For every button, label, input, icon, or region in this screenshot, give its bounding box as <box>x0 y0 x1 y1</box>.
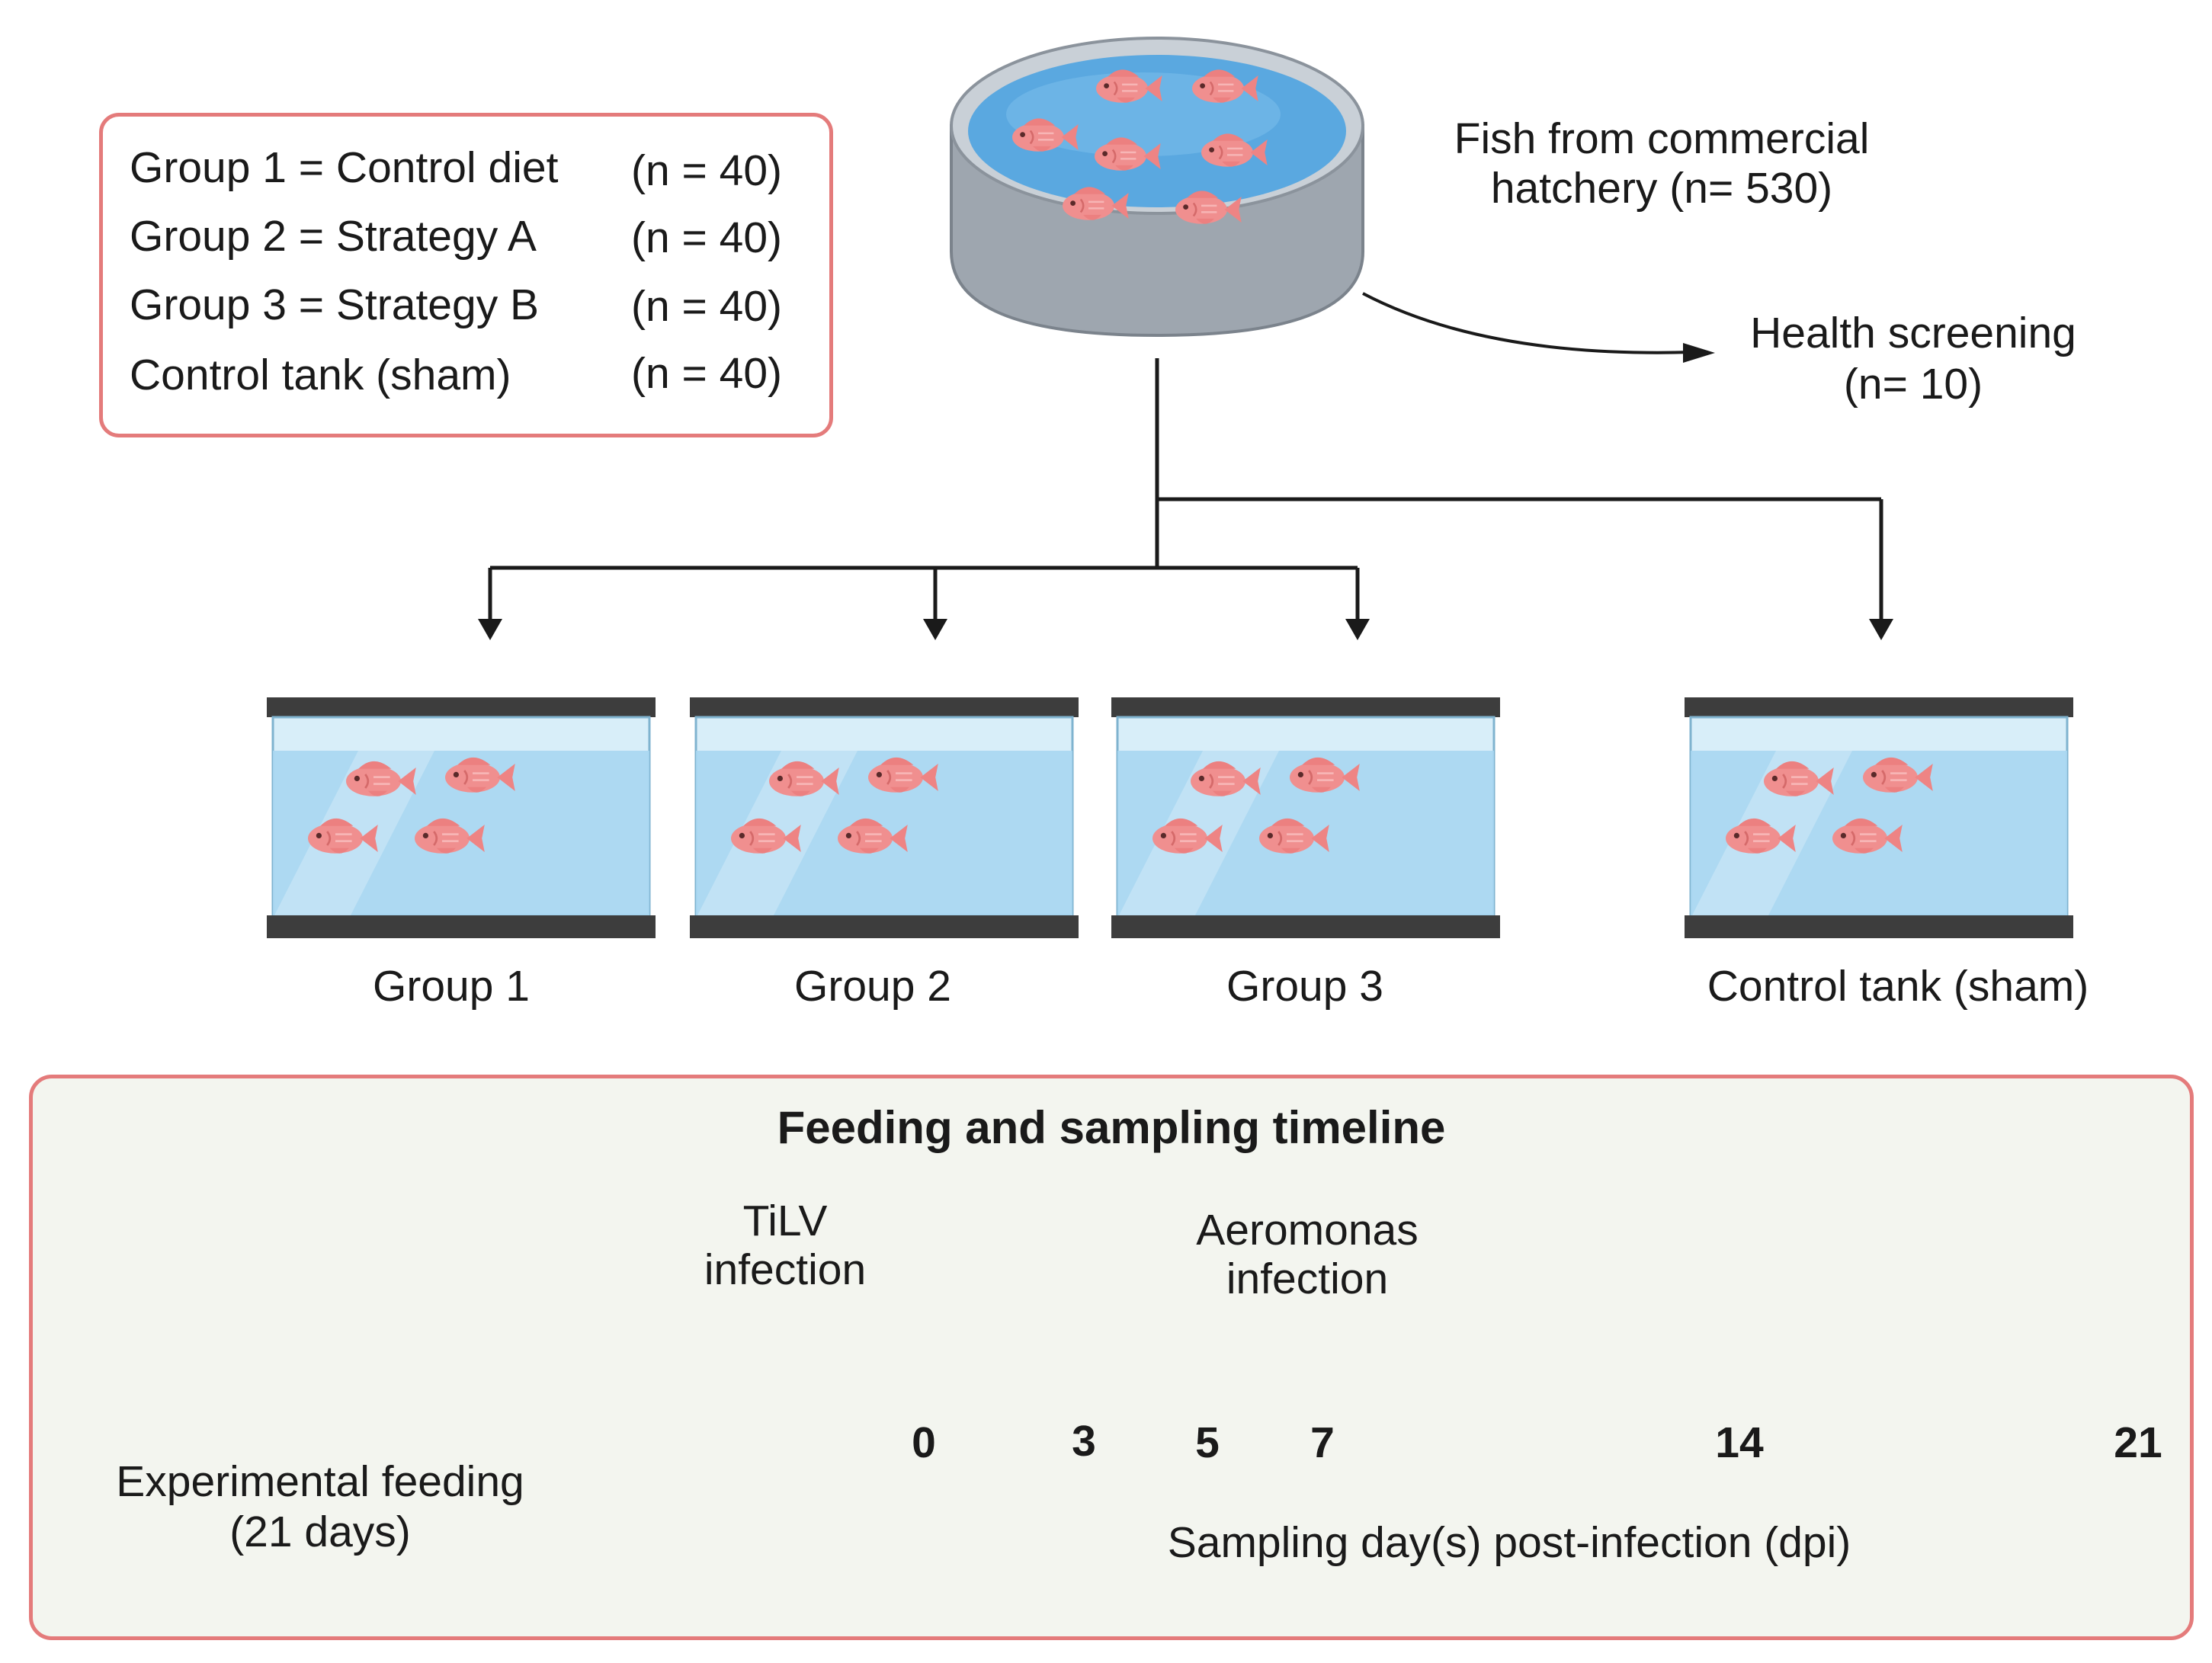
legend-row-3-count: (n = 40) <box>631 282 783 331</box>
timeline-panel <box>29 1075 2194 1640</box>
screening-line-1: Health screening <box>1750 309 2076 357</box>
tilv-line-1: TiLV <box>742 1197 828 1245</box>
legend-row-3-label: Group 3 = Strategy B <box>130 280 540 329</box>
feeding-line-2: (21 days) <box>229 1508 411 1556</box>
source-line-1: Fish from commercial <box>1454 114 1870 163</box>
distribution-arrows <box>488 358 1883 623</box>
tank-label-group-1: Group 1 <box>373 962 530 1011</box>
source-line-2: hatchery (n= 530) <box>1490 164 1833 213</box>
tilv-line-2: infection <box>704 1245 867 1294</box>
aquarium-tank-2 <box>690 697 1079 938</box>
timeline-title: Feeding and sampling timeline <box>777 1102 1446 1153</box>
tick-label-7: 7 <box>1310 1418 1335 1467</box>
groups-legend-box <box>99 113 833 437</box>
tick-label-3: 3 <box>1072 1417 1096 1466</box>
legend-row-4-count: (n = 40) <box>631 349 783 398</box>
tank-label-group-3: Group 3 <box>1226 962 1383 1011</box>
tank-label-group-2: Group 2 <box>794 962 951 1011</box>
legend-row-1-label: Group 1 = Control diet <box>130 143 559 192</box>
aeromonas-line-1: Aeromonas <box>1196 1206 1419 1254</box>
tank-label-control: Control tank (sham) <box>1707 962 2089 1011</box>
legend-row-2-count: (n = 40) <box>631 213 783 262</box>
aquarium-tank-1 <box>267 697 656 938</box>
aeromonas-line-2: infection <box>1226 1254 1389 1303</box>
feeding-line-1: Experimental feeding <box>116 1457 524 1506</box>
aquarium-tank-3 <box>1111 697 1500 938</box>
tick-label-14: 14 <box>1715 1418 1764 1467</box>
tick-label-21: 21 <box>2114 1418 2162 1467</box>
screening-line-2: (n= 10) <box>1843 360 1983 409</box>
sampling-label: Sampling day(s) post-infection (dpi) <box>1167 1518 1851 1567</box>
legend-row-2-label: Group 2 = Strategy A <box>130 212 537 261</box>
tick-label-0: 0 <box>912 1418 936 1467</box>
legend-row-4-label: Control tank (sham) <box>130 351 511 399</box>
tick-label-5: 5 <box>1195 1418 1220 1467</box>
legend-row-1-count: (n = 40) <box>631 146 783 195</box>
screening-arrow <box>1362 292 1696 357</box>
aquarium-tank-4 <box>1685 697 2073 938</box>
hatchery-tank <box>950 37 1364 338</box>
